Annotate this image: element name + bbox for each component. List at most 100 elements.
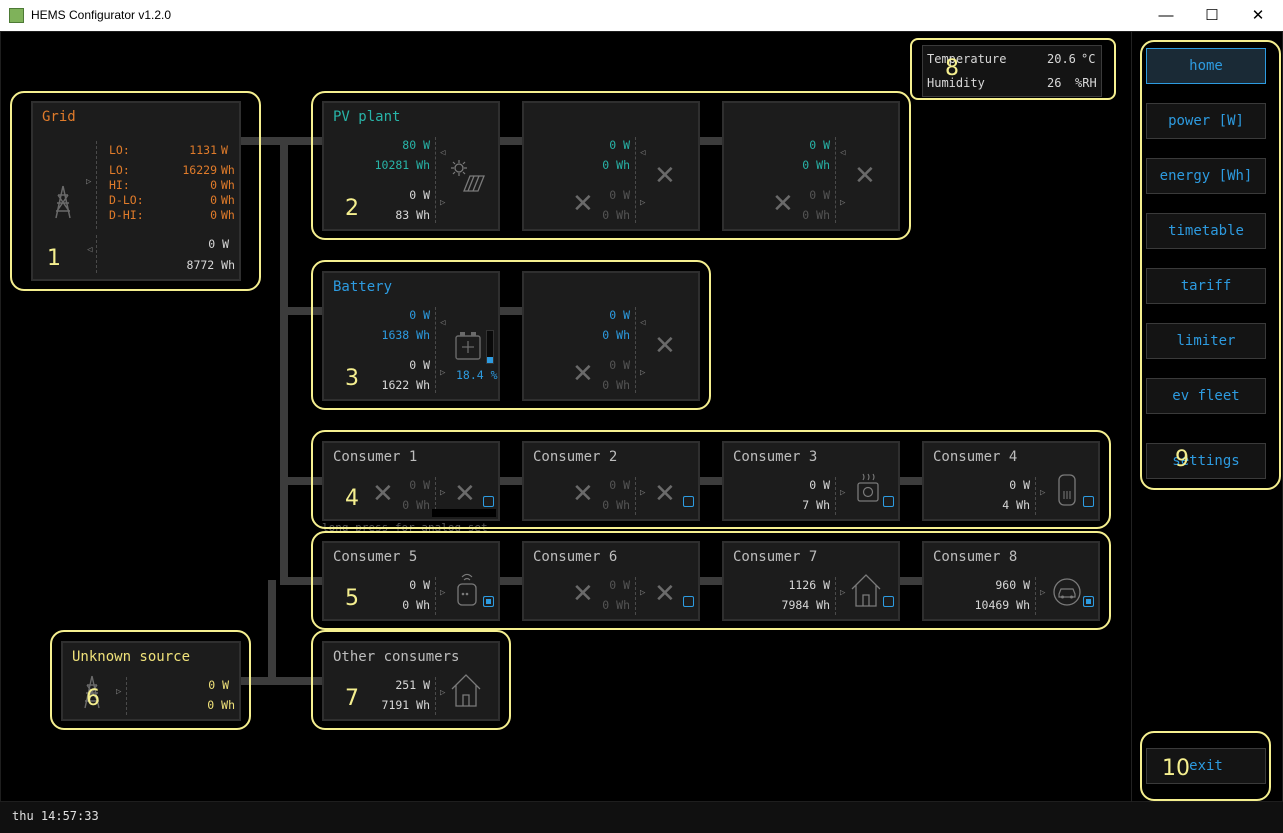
battery2-in-w: 0 W <box>609 308 630 322</box>
pv2-in-w: 0 W <box>609 138 630 152</box>
battery2-in-arrow-icon: ◁ <box>640 318 646 328</box>
highlight-region <box>50 630 251 730</box>
pv-slot-2-card[interactable]: 0 W 0 Wh 0 W 0 Wh ◁ ▷ ✕ ✕ <box>522 101 700 231</box>
bus-battery-2 <box>498 307 524 315</box>
nav-tariff-button[interactable]: tariff <box>1146 268 1266 304</box>
annotation-number: 8 <box>945 56 959 81</box>
house-icon <box>850 573 882 610</box>
empty-slot-x-icon: ✕ <box>772 189 794 219</box>
consumer-3-card[interactable]: Consumer 3 0 W 7 Wh ▷ <box>722 441 900 521</box>
pv-out-w: 0 W <box>409 188 430 202</box>
consumer-enable-checkbox[interactable] <box>883 596 894 607</box>
highlight-region <box>910 38 1116 100</box>
consumer-wh: 10469 Wh <box>974 598 1030 612</box>
unknown-source-card[interactable]: Unknown source ▷ 0 W 0 Wh <box>61 641 241 721</box>
empty-slot-x-icon: ✕ <box>654 479 676 509</box>
annotation-number: 7 <box>345 686 359 711</box>
bus-consumers-a <box>284 477 324 485</box>
grid-card[interactable]: Grid ▷ LO: 1131 W LO: 16229 Wh HI: 0 Wh … <box>31 101 241 281</box>
grid-divider-2 <box>96 235 97 273</box>
consumer-title: Consumer 5 <box>333 549 418 565</box>
battery-soc-text: 18.4 % <box>456 368 498 382</box>
consumer-enable-checkbox[interactable] <box>883 496 894 507</box>
other-consumers-title: Other consumers <box>333 649 460 665</box>
consumer-title: Consumer 8 <box>933 549 1018 565</box>
highlight-region <box>311 260 711 410</box>
consumer-enable-checkbox[interactable] <box>483 596 494 607</box>
bus-consumers-b <box>284 577 324 585</box>
nav-settings-button[interactable]: settings <box>1146 443 1266 479</box>
nav-home-button[interactable]: home <box>1146 48 1266 84</box>
empty-slot-x-icon: ✕ <box>572 479 594 509</box>
title-bar: HEMS Configurator v1.2.0 — ☐ ✕ <box>0 0 1283 31</box>
nav-timetable-button[interactable]: timetable <box>1146 213 1266 249</box>
grid-row-unit: Wh <box>221 208 235 222</box>
consumer-enable-checkbox[interactable] <box>683 596 694 607</box>
battery-soc-bar <box>486 330 494 364</box>
consumer-enable-checkbox[interactable] <box>683 496 694 507</box>
consumer-w: 0 W <box>409 578 430 592</box>
battery-card[interactable]: Battery 0 W 1638 Wh 0 W 1622 Wh ◁ ▷ 18.4… <box>322 271 500 401</box>
empty-slot-x-icon: ✕ <box>654 331 676 361</box>
bus-vertical <box>280 137 288 585</box>
pv-in-w: 80 W <box>402 138 430 152</box>
battery2-out-arrow-icon: ▷ <box>640 368 646 378</box>
grid-row-label: D-HI: <box>109 208 144 222</box>
empty-slot-x-icon: ✕ <box>654 579 676 609</box>
highlight-region <box>311 630 511 730</box>
empty-slot-x-icon: ✕ <box>572 189 594 219</box>
exit-button[interactable]: exit <box>1146 748 1266 784</box>
other-divider <box>435 677 436 715</box>
pv3-out-arrow-icon: ▷ <box>840 198 846 208</box>
battery-slot-2-card[interactable]: 0 W 0 Wh 0 W 0 Wh ◁ ▷ ✕ ✕ <box>522 271 700 401</box>
consumer-7-card[interactable]: Consumer 7 1126 W 7984 Wh ▷ <box>722 541 900 621</box>
unknown-w: 0 W <box>208 678 229 692</box>
minimize-button[interactable]: — <box>1158 7 1174 24</box>
consumer-8-card[interactable]: Consumer 8 960 W 10469 Wh ▷ <box>922 541 1100 621</box>
battery-out-w: 0 W <box>409 358 430 372</box>
pv2-out-w: 0 W <box>609 188 630 202</box>
nav-divider <box>1131 31 1132 802</box>
temperature-value: 20.6 <box>1047 52 1076 66</box>
consumer-6-card[interactable]: Consumer 6 ✕ 0 W 0 Wh ▷ ✕ <box>522 541 700 621</box>
consumer-divider <box>1035 577 1036 615</box>
consumer-4-card[interactable]: Consumer 4 0 W 4 Wh ▷ <box>922 441 1100 521</box>
nav-limiter-button[interactable]: limiter <box>1146 323 1266 359</box>
empty-slot-x-icon: ✕ <box>454 479 476 509</box>
consumer-enable-checkbox[interactable] <box>483 496 494 507</box>
pv-title: PV plant <box>333 109 401 125</box>
consumer-title: Consumer 6 <box>533 549 618 565</box>
humidity-unit: %RH <box>1075 76 1097 90</box>
consumer-1-card[interactable]: Consumer 1 ✕ 0 W 0 Wh ▷ ✕ <box>322 441 500 521</box>
consumer-5-card[interactable]: Consumer 5 0 W 0 Wh ▷ <box>322 541 500 621</box>
annotation-number: 6 <box>86 686 100 711</box>
pv2-in-wh: 0 Wh <box>602 158 630 172</box>
nav-ev-fleet-button[interactable]: ev fleet <box>1146 378 1266 414</box>
consumer-enable-checkbox[interactable] <box>1083 496 1094 507</box>
consumer-wh: 7984 Wh <box>781 598 830 612</box>
close-button[interactable]: ✕ <box>1251 7 1265 24</box>
consumer-divider <box>835 577 836 615</box>
grid-row-label: D-LO: <box>109 193 144 207</box>
nav-power-button[interactable]: power [W] <box>1146 103 1266 139</box>
consumer-divider <box>635 477 636 515</box>
highlight-region <box>311 91 911 240</box>
annotation-number: 3 <box>345 366 359 391</box>
grid-row-unit: Wh <box>221 178 235 192</box>
analog-slider[interactable] <box>432 509 496 517</box>
nav-energy-button[interactable]: energy [Wh] <box>1146 158 1266 194</box>
grid-row-value: 0 <box>210 178 217 192</box>
other-consumers-card[interactable]: Other consumers 251 W 7191 Wh ▷ <box>322 641 500 721</box>
grid-row-label: LO: <box>109 163 130 177</box>
grid-row-value: 16229 <box>182 163 217 177</box>
annotation-number: 10 <box>1162 756 1190 781</box>
grid-out-arrow-icon: ◁ <box>87 245 93 255</box>
consumer-wh: 4 Wh <box>1002 498 1030 512</box>
maximize-button[interactable]: ☐ <box>1205 7 1219 24</box>
pv3-in-wh: 0 Wh <box>802 158 830 172</box>
consumer-2-card[interactable]: Consumer 2 ✕ 0 W 0 Wh ▷ ✕ <box>522 441 700 521</box>
consumer-enable-checkbox[interactable] <box>1083 596 1094 607</box>
highlight-region <box>311 430 1111 529</box>
pv-slot-3-card[interactable]: 0 W 0 Wh 0 W 0 Wh ◁ ▷ ✕ ✕ <box>722 101 900 231</box>
pv-plant-card[interactable]: PV plant 80 W 10281 Wh 0 W 83 Wh ◁ ▷ <box>322 101 500 231</box>
